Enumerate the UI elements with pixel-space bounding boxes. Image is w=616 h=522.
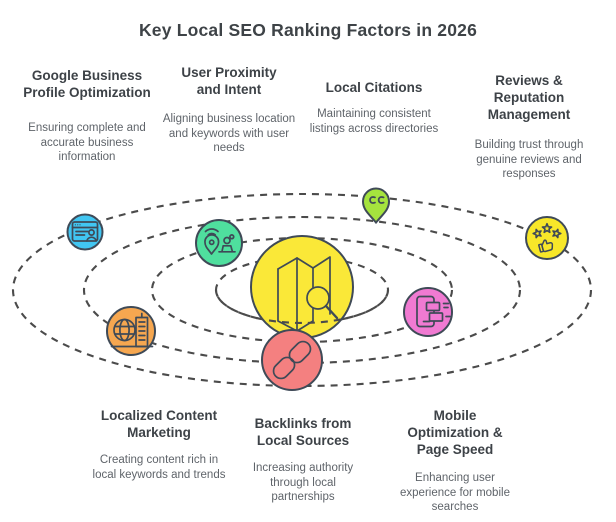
factor-description: Building trust through genuine reviews a… bbox=[474, 139, 584, 180]
factor-heading: Backlinks from Local Sources bbox=[254, 416, 352, 448]
globe-building-icon bbox=[110, 312, 154, 348]
factor-heading: User Proximity and Intent bbox=[181, 65, 277, 97]
business-profile-window-icon bbox=[71, 221, 99, 242]
localized-content-node bbox=[106, 306, 156, 356]
factor-heading: Mobile Optimization & Page Speed bbox=[407, 408, 503, 457]
factor-heading: Reviews & Reputation Management bbox=[487, 73, 571, 122]
reviews-node bbox=[525, 216, 569, 260]
orbit-ring-outer bbox=[11, 192, 593, 388]
google-business-profile-node bbox=[66, 213, 104, 251]
factor-heading: Localized Content Marketing bbox=[100, 408, 218, 440]
factor-description: Ensuring complete and accurate business … bbox=[28, 122, 146, 163]
factor-description: Increasing authority through local partn… bbox=[252, 462, 354, 503]
factor-heading: Local Citations bbox=[325, 80, 423, 95]
mobile-optimization-circle bbox=[403, 287, 453, 337]
user-proximity-node bbox=[195, 219, 243, 267]
orbit-ring-third bbox=[150, 236, 454, 344]
backlinks-node bbox=[261, 329, 323, 391]
factor-description: Enhancing user experience for mobile sea… bbox=[400, 472, 510, 513]
local-citations-pin bbox=[361, 187, 391, 225]
factor-backlinks: Backlinks from Local Sources Increasing … bbox=[244, 415, 362, 505]
factor-description: Maintaining consistent listings across d… bbox=[309, 108, 439, 135]
map-search-icon bbox=[277, 256, 339, 332]
page-title: Key Local SEO Ranking Factors in 2026 bbox=[138, 20, 478, 40]
chain-link-icon bbox=[272, 340, 312, 380]
factor-user-proximity: User Proximity and Intent Aligning busin… bbox=[159, 64, 299, 156]
factor-heading: Google Business Profile Optimization bbox=[23, 68, 151, 100]
location-pin-signal-icon bbox=[204, 228, 236, 255]
citation-pin-icon bbox=[369, 196, 385, 204]
orbit-ring-inner-front-arc bbox=[214, 289, 390, 325]
factor-localized-content: Localized Content Marketing Creating con… bbox=[84, 407, 234, 482]
factor-mobile-optimization: Mobile Optimization & Page Speed Enhanci… bbox=[390, 407, 520, 515]
smartphone-speed-icon bbox=[416, 295, 451, 328]
factor-description: Aligning business location and keywords … bbox=[162, 113, 296, 154]
factor-reviews-reputation: Reviews & Reputation Management Building… bbox=[464, 72, 594, 182]
factor-local-citations: Local Citations Maintaining consistent l… bbox=[309, 79, 439, 136]
factor-description: Creating content rich in local keywords … bbox=[92, 454, 226, 481]
orbit-ring-second bbox=[82, 215, 522, 365]
reviews-circle bbox=[525, 216, 569, 260]
local-citations-node bbox=[361, 187, 391, 225]
mobile-optimization-node bbox=[403, 287, 453, 337]
factor-google-business-profile: Google Business Profile Optimization Ens… bbox=[17, 67, 157, 165]
stars-thumbs-up-icon bbox=[531, 222, 563, 253]
